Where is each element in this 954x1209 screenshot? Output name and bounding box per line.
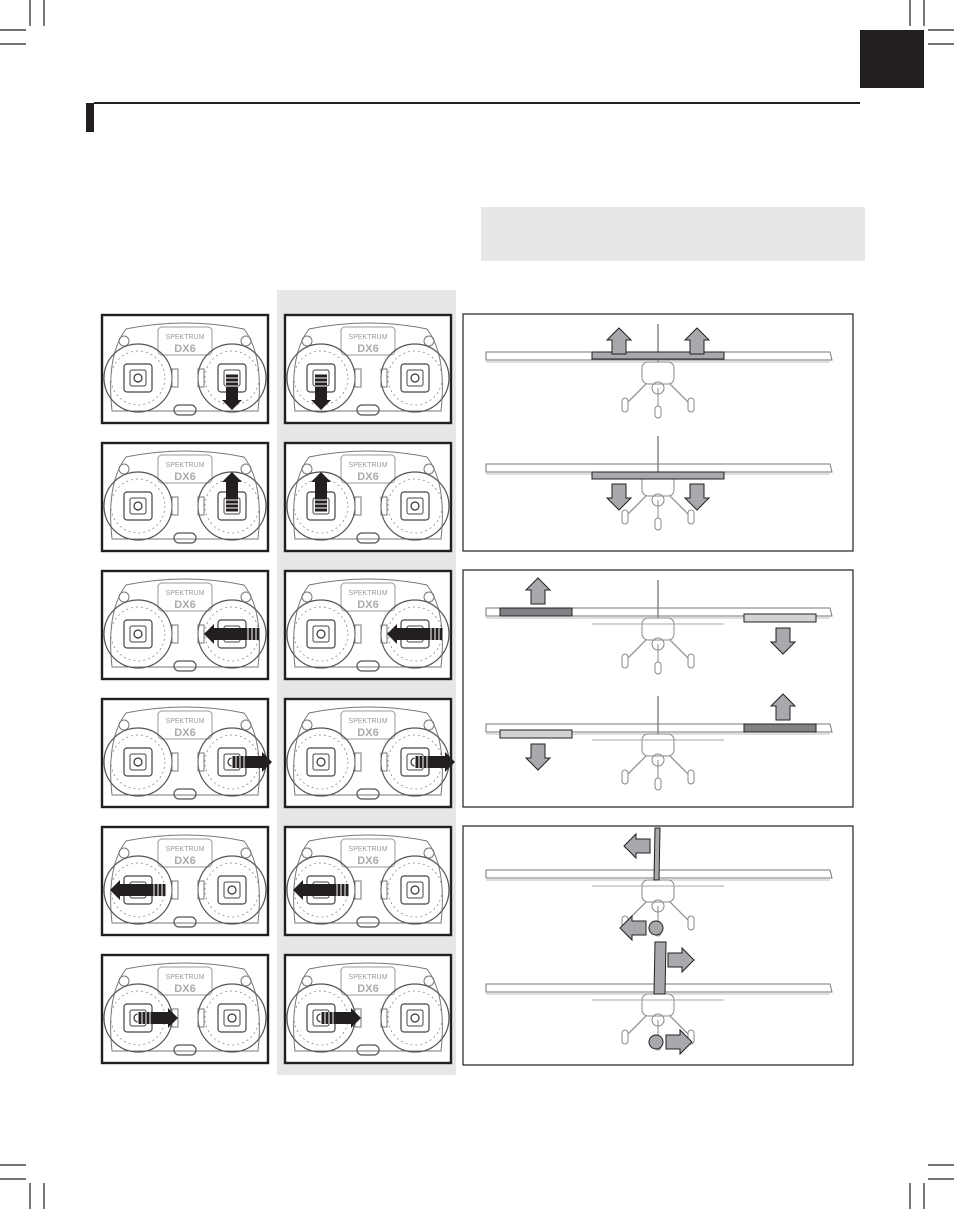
aircraft-panels <box>0 0 954 1209</box>
manual-page: SPEKTRUMDX6SPEKTRUMDX6SPEKTRUMDX6SPEKTRU… <box>0 0 954 1209</box>
